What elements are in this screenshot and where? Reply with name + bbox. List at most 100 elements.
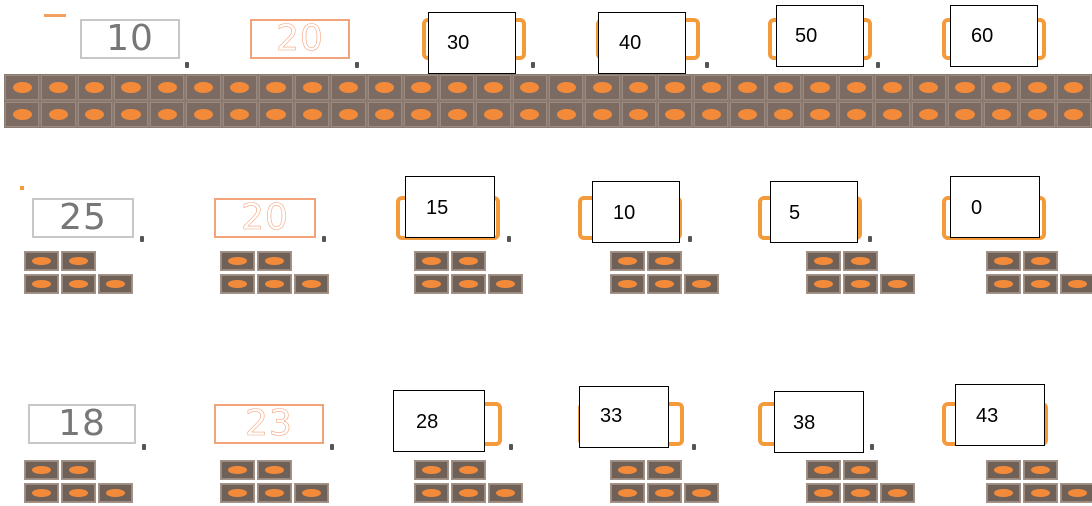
dot-cell	[114, 102, 148, 127]
dot-cell	[622, 75, 656, 100]
answer-box[interactable]: 0	[950, 176, 1040, 238]
dot-cell	[647, 251, 682, 271]
dot-cell	[451, 483, 486, 503]
dot-cell	[186, 102, 220, 127]
dot-cell	[843, 251, 878, 271]
dot-cell	[476, 102, 510, 127]
dot-cell	[61, 251, 96, 271]
answer-value: 0	[971, 197, 982, 220]
dot-cell	[986, 274, 1021, 294]
comma	[185, 62, 189, 68]
answer-box[interactable]: 50	[776, 5, 864, 67]
dot-block-group	[610, 251, 722, 297]
comma	[140, 236, 144, 242]
dot-block-group	[806, 251, 918, 297]
dot-cell	[295, 75, 329, 100]
dot-cell	[647, 460, 682, 480]
dot-cell	[549, 75, 583, 100]
dot-cell	[41, 102, 75, 127]
dot-cell	[440, 75, 474, 100]
answer-box[interactable]: 43	[955, 384, 1045, 446]
dot-cell	[186, 75, 220, 100]
dot-cell	[880, 483, 915, 503]
dot-cell	[684, 274, 719, 294]
dot-cell	[223, 102, 257, 127]
dot-block-group	[24, 251, 136, 297]
dot-block-group	[414, 460, 526, 506]
orange-dash-mark	[44, 14, 66, 17]
comma	[868, 236, 872, 242]
dot-cell	[150, 75, 184, 100]
dot-cell	[24, 251, 59, 271]
dot-cell	[912, 102, 946, 127]
dot-cell	[223, 75, 257, 100]
printed-number-box: 10	[80, 19, 180, 59]
dot-block-group	[610, 460, 722, 506]
dot-cell	[220, 251, 255, 271]
dot-cell	[684, 483, 719, 503]
dot-cell	[806, 483, 841, 503]
answer-box[interactable]: 15	[405, 176, 495, 238]
dot-cell	[1023, 274, 1058, 294]
dot-cell	[622, 102, 656, 127]
dot-cell	[986, 483, 1021, 503]
dot-block-group	[986, 251, 1092, 297]
answer-box[interactable]: 5	[770, 181, 858, 243]
dot-cell	[585, 102, 619, 127]
dot-cell	[1060, 483, 1092, 503]
dot-cell	[730, 75, 764, 100]
dot-cell	[647, 274, 682, 294]
answer-value: 33	[600, 405, 622, 428]
dot-cell	[1057, 75, 1091, 100]
answer-box[interactable]: 40	[598, 12, 686, 74]
dot-cell	[806, 251, 841, 271]
dot-cell	[610, 251, 645, 271]
dot-cell	[610, 274, 645, 294]
answer-value: 60	[971, 25, 993, 48]
dot-cell	[41, 75, 75, 100]
dot-cell	[875, 102, 909, 127]
dot-cell	[767, 75, 801, 100]
dot-cell	[220, 460, 255, 480]
answer-box[interactable]: 38	[774, 391, 864, 453]
dot-cell	[295, 102, 329, 127]
dot-cell	[220, 274, 255, 294]
comma	[355, 62, 359, 68]
dot-cell	[694, 102, 728, 127]
comma	[142, 444, 146, 450]
dot-cell	[257, 274, 292, 294]
dot-cell	[843, 483, 878, 503]
comma	[870, 444, 874, 450]
answer-box[interactable]: 33	[579, 386, 669, 448]
dot-cell	[1020, 75, 1054, 100]
answer-value: 5	[789, 202, 800, 225]
dot-block-group	[986, 460, 1092, 506]
dot-cell	[5, 75, 39, 100]
dot-cell	[257, 251, 292, 271]
dot-block-group	[220, 460, 332, 506]
dot-cell	[414, 483, 449, 503]
comma	[330, 444, 334, 450]
dot-cell	[839, 75, 873, 100]
answer-box[interactable]: 28	[393, 390, 485, 452]
dot-cell	[24, 483, 59, 503]
dot-cell	[404, 102, 438, 127]
dot-cell	[331, 102, 365, 127]
answer-value: 28	[416, 411, 438, 434]
dot-cell	[806, 274, 841, 294]
comma	[692, 444, 696, 450]
dot-cell	[549, 102, 583, 127]
dot-cell	[610, 460, 645, 480]
dot-cell	[658, 102, 692, 127]
answer-box[interactable]: 60	[950, 5, 1038, 67]
dot-cell	[150, 102, 184, 127]
answer-box[interactable]: 10	[592, 181, 680, 243]
printed-number-box: 18	[28, 404, 136, 444]
dot-block-group	[806, 460, 918, 506]
dot-cell	[1023, 251, 1058, 271]
answer-box[interactable]: 30	[428, 12, 516, 74]
answer-value: 50	[795, 25, 817, 48]
dot-cell	[294, 483, 329, 503]
dot-cell	[294, 274, 329, 294]
dot-cell	[98, 274, 133, 294]
